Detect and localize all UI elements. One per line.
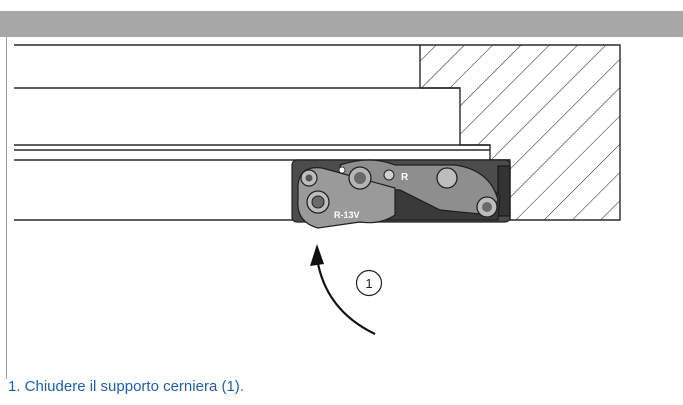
callout-marker: 1 [355, 269, 383, 297]
hinge-diagram: R-13V R 1 [14, 44, 621, 335]
left-margin-rule [6, 37, 7, 379]
callout-number: 1 [365, 276, 372, 291]
hinge-model-label: R-13V [334, 210, 360, 220]
curved-arrow [310, 244, 376, 335]
instruction-text: 1. Chiudere il supporto cerniera (1). [8, 378, 244, 395]
hinge-side-label: R [401, 172, 409, 183]
hinge-illustration: R-13V R [291, 159, 511, 229]
header-bar [0, 11, 683, 37]
